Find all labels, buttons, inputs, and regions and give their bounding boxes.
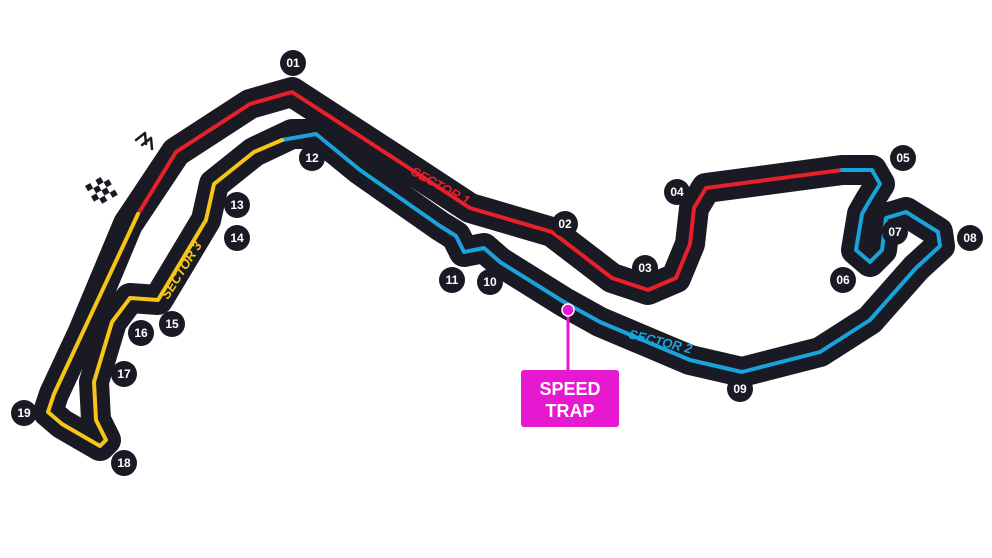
turn-number: 10 (483, 275, 497, 289)
turn-badge (890, 145, 916, 171)
turn-10-marker: 10 (477, 269, 503, 295)
speed-trap-dot (561, 303, 575, 317)
turn-08-marker: 08 (957, 225, 983, 251)
turn-number: 02 (558, 217, 572, 231)
turn-number: 01 (286, 56, 300, 70)
speed-trap-line-2: TRAP (546, 401, 595, 421)
direction-chevrons-icon (134, 131, 154, 151)
turn-badge (830, 267, 856, 293)
turn-badge (128, 320, 154, 346)
turn-number: 06 (836, 273, 850, 287)
turn-14-marker: 14 (224, 225, 250, 251)
turn-badge (552, 211, 578, 237)
turn-number: 08 (963, 231, 977, 245)
turn-03-marker: 03 (632, 255, 658, 281)
turn-number: 15 (165, 317, 179, 331)
turn-02-marker: 02 (552, 211, 578, 237)
turn-12-marker: 12 (299, 145, 325, 171)
turn-17-marker: 17 (111, 361, 137, 387)
turn-09-marker: 09 (727, 376, 753, 402)
turn-number: 03 (638, 261, 652, 275)
turn-badge (477, 269, 503, 295)
turn-badge (299, 145, 325, 171)
turn-badge (664, 179, 690, 205)
turn-number: 05 (896, 151, 910, 165)
turn-badge (11, 400, 37, 426)
checkered-flag-icon (85, 177, 118, 204)
turn-18-marker: 18 (111, 450, 137, 476)
turn-number: 12 (305, 151, 319, 165)
turn-number: 13 (230, 198, 244, 212)
turn-number: 18 (117, 456, 131, 470)
turn-badge (727, 376, 753, 402)
turn-badge (111, 450, 137, 476)
turn-13-marker: 13 (224, 192, 250, 218)
speed-trap-line-1: SPEED (539, 379, 600, 399)
turn-number: 11 (446, 273, 459, 287)
sector-1-line (136, 90, 844, 292)
turn-number: 04 (670, 185, 684, 199)
turn-badge (957, 225, 983, 251)
turn-badge (224, 225, 250, 251)
turn-number: 16 (134, 326, 148, 340)
speed-trap-box (521, 370, 619, 427)
turn-badge (280, 50, 306, 76)
turn-badge (882, 219, 908, 245)
turn-19-marker: 19 (11, 400, 37, 426)
sector-lines (46, 90, 942, 448)
turn-number: 07 (888, 225, 902, 239)
turn-11-marker: 11 (439, 267, 465, 293)
turn-05-marker: 05 (890, 145, 916, 171)
turn-badge (224, 192, 250, 218)
turn-number: 09 (733, 382, 747, 396)
turn-number: 19 (17, 406, 31, 420)
sector-3-line (46, 138, 284, 448)
turn-badge (632, 255, 658, 281)
turn-badge (439, 267, 465, 293)
turn-16-marker: 16 (128, 320, 154, 346)
turn-15-marker: 15 (159, 311, 185, 337)
turn-number: 14 (230, 231, 244, 245)
turn-number: 17 (117, 367, 131, 381)
turn-01-marker: 01 (280, 50, 306, 76)
sector-2-line (280, 132, 942, 374)
turn-07-marker: 07 (882, 219, 908, 245)
turn-badge (159, 311, 185, 337)
turn-badge (111, 361, 137, 387)
turn-04-marker: 04 (664, 179, 690, 205)
turn-markers: 01 02 03 04 05 06 07 08 09 10 11 12 13 14 15 16 17 18 19 (11, 50, 983, 476)
turn-06-marker: 06 (830, 267, 856, 293)
speed-trap-marker: SPEED TRAP (521, 303, 619, 427)
